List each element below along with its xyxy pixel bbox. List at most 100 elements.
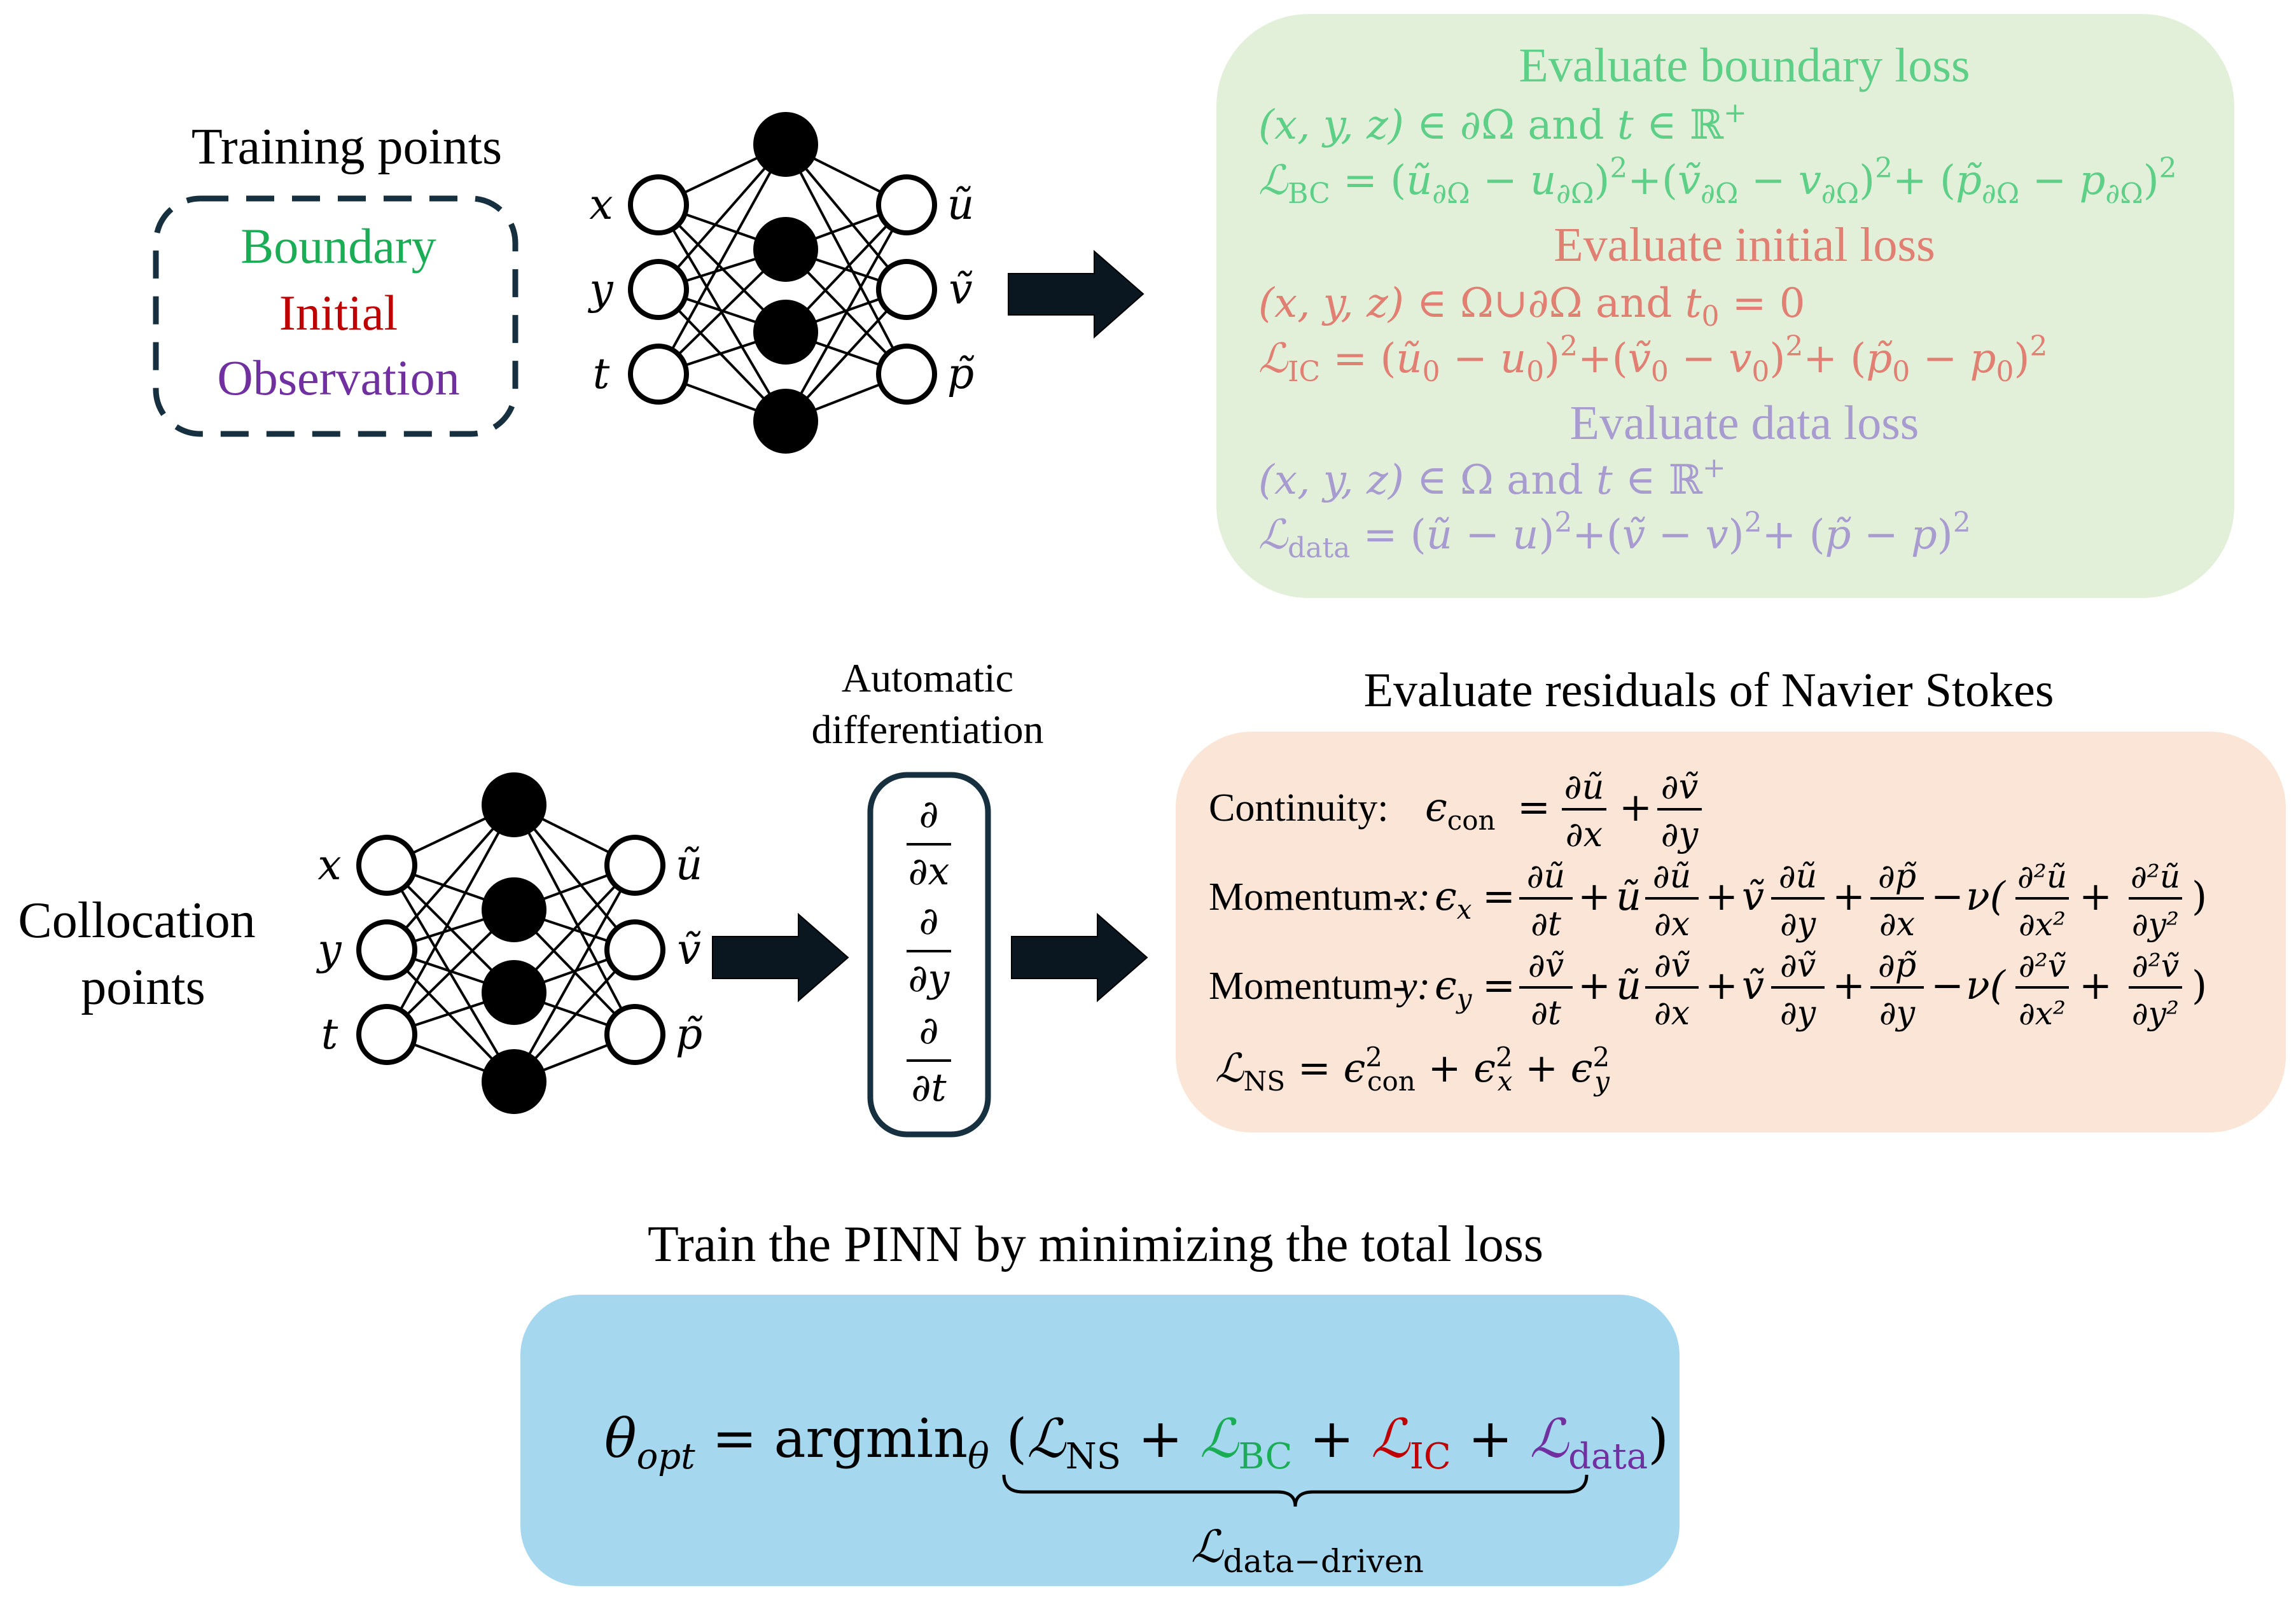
svg-text:∂ṽ: ∂ṽ — [1661, 767, 1699, 807]
data-driven-label: ℒdata−driven — [1191, 1521, 1424, 1580]
svg-text:ν(: ν( — [1966, 962, 2007, 1008]
svg-text:∂: ∂ — [919, 899, 938, 944]
svg-text:Continuity:: Continuity: — [1209, 786, 1388, 830]
total-loss-title: Train the PINN by minimizing the total l… — [648, 1216, 1543, 1272]
svg-text:+: + — [2079, 962, 2112, 1008]
autodiff-box — [867, 772, 991, 1138]
training-item-observation: Observation — [217, 350, 459, 405]
nn-top-output-label: p̃ — [947, 349, 975, 398]
nn-top-hidden-node — [753, 217, 818, 282]
svg-text:x:: x: — [1399, 875, 1430, 919]
svg-text:∂x: ∂x — [1566, 814, 1603, 854]
boundary-loss-panel — [1216, 14, 2234, 598]
svg-text:∂t: ∂t — [1531, 905, 1561, 944]
nn-mid-output-label: ũ — [676, 840, 703, 889]
autodiff-title-line2: differentiation — [812, 707, 1044, 752]
svg-text:∂y²: ∂y² — [2132, 906, 2179, 943]
arrow-top — [1008, 249, 1145, 339]
svg-text:∂ṽ: ∂ṽ — [1528, 947, 1564, 985]
nn-mid-input-label: t — [321, 1010, 338, 1059]
training-item-initial: Initial — [279, 285, 398, 340]
svg-text:∂²ṽ: ∂²ṽ — [2132, 947, 2179, 984]
nn-top-output-label: ũ — [947, 180, 975, 229]
collocation-label-line1: Collocation — [18, 893, 255, 949]
nn-mid-input-label: x — [317, 840, 341, 889]
svg-text:∂x: ∂x — [1879, 905, 1915, 944]
svg-text:+: + — [1705, 873, 1738, 919]
svg-text:+: + — [1705, 962, 1738, 1008]
svg-text:ũ: ũ — [1616, 962, 1641, 1008]
total-loss-equation: θopt = argminθ (ℒNS + ℒBC + ℒIC + ℒdata) — [604, 1407, 1669, 1477]
svg-text:+: + — [1832, 962, 1865, 1008]
nn-top-connections — [657, 143, 908, 422]
nn-mid-input-node — [356, 919, 417, 980]
data-loss-title: Evaluate data loss — [1570, 396, 1919, 450]
svg-text:ṽ: ṽ — [1742, 962, 1764, 1008]
svg-text:∂x²: ∂x² — [2019, 995, 2066, 1032]
svg-text:∂ũ: ∂ũ — [1564, 767, 1604, 807]
svg-text:∂y²: ∂y² — [2132, 995, 2179, 1032]
nn-mid-output-node — [604, 919, 665, 980]
nn-mid-hidden-node — [482, 772, 546, 837]
collocation-label-line2: points — [81, 959, 205, 1015]
svg-text:ν(: ν( — [1966, 873, 2007, 919]
nn-mid-output-label: p̃ — [676, 1010, 703, 1059]
boundary-loss-title: Evaluate boundary loss — [1519, 39, 1970, 92]
svg-text:Momentum-: Momentum- — [1209, 965, 1406, 1008]
svg-text:∂²ũ: ∂²ũ — [2131, 858, 2180, 895]
svg-text:∂ṽ: ∂ṽ — [1780, 947, 1816, 985]
data-loss-equation: ℒdata = (ũ − u)2+(ṽ − v)2+ (p̃ − p)2 — [1258, 506, 1971, 564]
nn-mid-hidden-node — [482, 1049, 546, 1114]
svg-text:∂t: ∂t — [1531, 994, 1561, 1033]
svg-text:−: − — [1931, 962, 1964, 1008]
underbrace — [1002, 1474, 1589, 1507]
nn-mid-input-label: y — [316, 925, 342, 974]
nn-top-input-node — [628, 344, 689, 405]
nn-mid-hidden-node — [482, 960, 546, 1025]
nn-top-input-label: x — [589, 180, 613, 229]
autodiff-op-dt: ∂ ∂t — [907, 1008, 951, 1110]
svg-text:+: + — [1578, 873, 1611, 919]
autodiff-op-dx: ∂ ∂x — [907, 792, 951, 894]
svg-text:ṽ: ṽ — [1742, 873, 1764, 919]
svg-text:∂x: ∂x — [1654, 905, 1690, 944]
svg-text:+: + — [1832, 873, 1865, 919]
svg-text:=: = — [1482, 962, 1515, 1008]
arrow-middle-2 — [1011, 912, 1148, 1003]
nn-top-hidden-node — [753, 300, 818, 365]
nn-top-hidden-node — [753, 389, 818, 454]
data-domain: (x, y, z) ∈ Ω and t ∈ ℝ+ — [1258, 452, 1726, 504]
arrow-middle-1 — [712, 912, 849, 1003]
boundary-loss-equation: ℒBC = (ũ∂Ω − u∂Ω)2+(ṽ∂Ω − v∂Ω)2+ (p̃∂Ω −… — [1258, 152, 2177, 210]
svg-text:∂y: ∂y — [1780, 905, 1816, 944]
svg-text:∂y: ∂y — [908, 956, 950, 1001]
svg-text:∂y: ∂y — [1780, 994, 1816, 1033]
nn-mid-input-node — [356, 835, 417, 896]
svg-text:∂: ∂ — [919, 792, 938, 837]
svg-text:−: − — [1931, 873, 1964, 919]
svg-text:+: + — [1619, 784, 1652, 830]
svg-text:+: + — [1578, 962, 1611, 1008]
svg-text:∂²ṽ: ∂²ṽ — [2019, 947, 2066, 984]
svg-text:∂ũ: ∂ũ — [1779, 858, 1817, 896]
svg-text:Momentum-: Momentum- — [1209, 875, 1406, 919]
initial-loss-title: Evaluate initial loss — [1554, 218, 1935, 272]
autodiff-title-line1: Automatic — [842, 655, 1013, 700]
svg-text:∂²ũ: ∂²ũ — [2017, 858, 2067, 895]
ns-title: Evaluate residuals of Navier Stokes — [1364, 664, 2054, 717]
svg-text:∂p̃: ∂p̃ — [1878, 947, 1917, 985]
svg-text:∂: ∂ — [919, 1008, 938, 1053]
svg-text:+: + — [2079, 873, 2112, 919]
continuity-equation: Continuity: ϵcon = ∂ũ ∂x + ∂ṽ ∂y — [1209, 767, 1702, 854]
training-points-title: Training points — [191, 119, 502, 175]
nn-top-input-node — [628, 259, 689, 320]
training-points-dashed-box — [153, 195, 518, 437]
svg-text:=: = — [1482, 873, 1515, 919]
nn-mid-input-node — [356, 1004, 417, 1065]
momentum-x-equation: Momentum-x:ϵx=∂ũ∂t+ũ∂ũ∂x+ṽ∂ũ∂y+∂p̃∂x−ν(∂… — [1209, 858, 2207, 944]
training-item-boundary: Boundary — [240, 218, 436, 274]
